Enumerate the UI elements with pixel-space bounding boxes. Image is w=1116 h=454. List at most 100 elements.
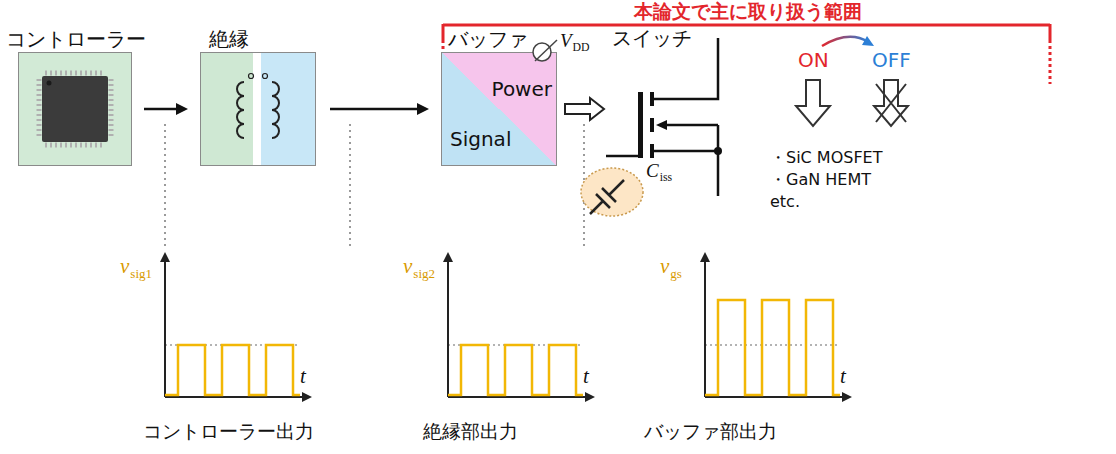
signal-arrow: [144, 103, 188, 115]
signal-arrow: [330, 103, 429, 115]
chart-axis: [448, 258, 590, 397]
domain-label: Signal: [450, 127, 511, 151]
blocked-cross: [876, 84, 906, 122]
channel-segment: [650, 118, 654, 132]
body-arrow: [656, 120, 667, 130]
signal-name-subscript: sig1: [130, 266, 152, 281]
arrow-shaft: [144, 108, 177, 111]
axis-arrow: [585, 392, 595, 402]
supply-voltage-label-subscript: DD: [573, 41, 590, 54]
axis-arrow: [443, 252, 453, 262]
block-heading: スイッチ: [612, 26, 692, 50]
scope-title-holder: 本論文で主に取り扱う範囲: [634, 0, 862, 23]
device-list-item: etc.: [770, 192, 800, 211]
block-heading: 絶縁: [209, 27, 249, 51]
toggle-arrowhead: [862, 36, 874, 46]
waveform-caption: バッファ部出力: [644, 420, 777, 442]
chart-axis: [165, 258, 307, 397]
gate-lead: [606, 155, 638, 158]
channel-segment: [650, 92, 654, 106]
supply-symbol: [533, 43, 551, 61]
state-label-holder: ON: [798, 48, 829, 72]
domain-label: Power: [492, 77, 552, 101]
domain-label-holder: Signal: [450, 127, 511, 151]
conduction-arrow: [874, 80, 908, 126]
capacitance-label: C: [646, 160, 659, 181]
block-heading-holder: スイッチ: [612, 26, 692, 50]
chip-body: [42, 76, 108, 142]
mosfet-terminal: [654, 38, 718, 196]
device-list-item: ・SiC MOSFET: [770, 148, 883, 167]
arrow-shaft: [330, 108, 418, 111]
axis-label: t: [300, 364, 306, 388]
capacitance-label-subscript: iss: [660, 171, 672, 184]
device-list-item-holder: ・SiC MOSFET: [770, 148, 883, 167]
capacitor-symbol: [590, 180, 624, 214]
state-label-holder: OFF: [872, 48, 911, 72]
device-list-item: ・GaN HEMT: [770, 170, 871, 189]
supply-voltage-label-holder: VDD: [560, 30, 590, 53]
axis-arrow: [842, 392, 852, 402]
polarity-dot: [249, 74, 254, 79]
axis-label-holder: t: [840, 364, 846, 389]
block-arrow-shape: [565, 98, 604, 120]
chart-axis: [705, 258, 847, 397]
transformer-coil: [272, 82, 279, 138]
channel-segment: [650, 144, 654, 158]
state-label: ON: [798, 48, 829, 72]
block-heading: コントローラー: [6, 27, 146, 51]
block-heading-holder: 絶縁: [209, 27, 249, 51]
waveform-caption-holder: コントローラー出力: [143, 420, 314, 443]
capacitance-label-holder: Ciss: [646, 160, 672, 183]
connector-group: [144, 98, 604, 120]
toggle-arrow: [822, 37, 868, 46]
pulse-waveform: [705, 300, 840, 395]
chip-marker: [47, 81, 52, 86]
polarity-dot: [263, 74, 268, 79]
signal-name: v: [403, 254, 412, 278]
axis-label-holder: t: [300, 364, 306, 389]
axis-arrow: [700, 252, 710, 262]
transformer-coil: [237, 82, 244, 138]
capacitance-highlight: [581, 168, 643, 216]
axis-arrow: [160, 252, 170, 262]
arrowhead: [176, 103, 188, 115]
waveform-caption-holder: バッファ部出力: [644, 420, 777, 443]
supply-voltage-label: V: [560, 30, 572, 51]
signal-name-subscript: gs: [670, 266, 682, 281]
block-heading-holder: バッファ: [448, 27, 528, 51]
supply-symbol: [535, 40, 557, 61]
signal-name-holder: vsig1: [120, 254, 152, 279]
axis-arrow: [302, 392, 312, 402]
state-label: OFF: [872, 48, 911, 72]
signal-name-subscript: sig2: [413, 266, 435, 281]
signal-name-holder: vsig2: [403, 254, 435, 279]
scope-bracket: [443, 24, 1050, 40]
scope-title: 本論文で主に取り扱う範囲: [634, 0, 862, 22]
device-list-item-holder: etc.: [770, 192, 800, 211]
pulse-waveform: [448, 345, 583, 395]
signal-name-holder: vgs: [660, 254, 682, 279]
isolation-box: 絶縁: [200, 52, 316, 166]
block-arrow: [565, 98, 604, 120]
conduction-arrow: [796, 80, 830, 126]
block-heading-holder: コントローラー: [6, 27, 146, 51]
signal-name: v: [120, 254, 129, 278]
waveform-caption: 絶縁部出力: [423, 420, 518, 442]
block-heading: バッファ: [448, 27, 528, 51]
buffer-box: バッファPowerSignal: [441, 52, 557, 166]
signal-name: v: [660, 254, 669, 278]
pulse-waveform: [165, 345, 300, 395]
reference-level: [705, 344, 840, 346]
axis-label: t: [583, 364, 589, 388]
gate-electrode: [638, 92, 643, 158]
arrowhead: [417, 103, 429, 115]
axis-label: t: [840, 364, 846, 388]
junction-dot: [714, 147, 722, 155]
device-list-item-holder: ・GaN HEMT: [770, 170, 871, 189]
domain-label-holder: Power: [492, 77, 552, 101]
scope-bracket: [443, 24, 1050, 27]
